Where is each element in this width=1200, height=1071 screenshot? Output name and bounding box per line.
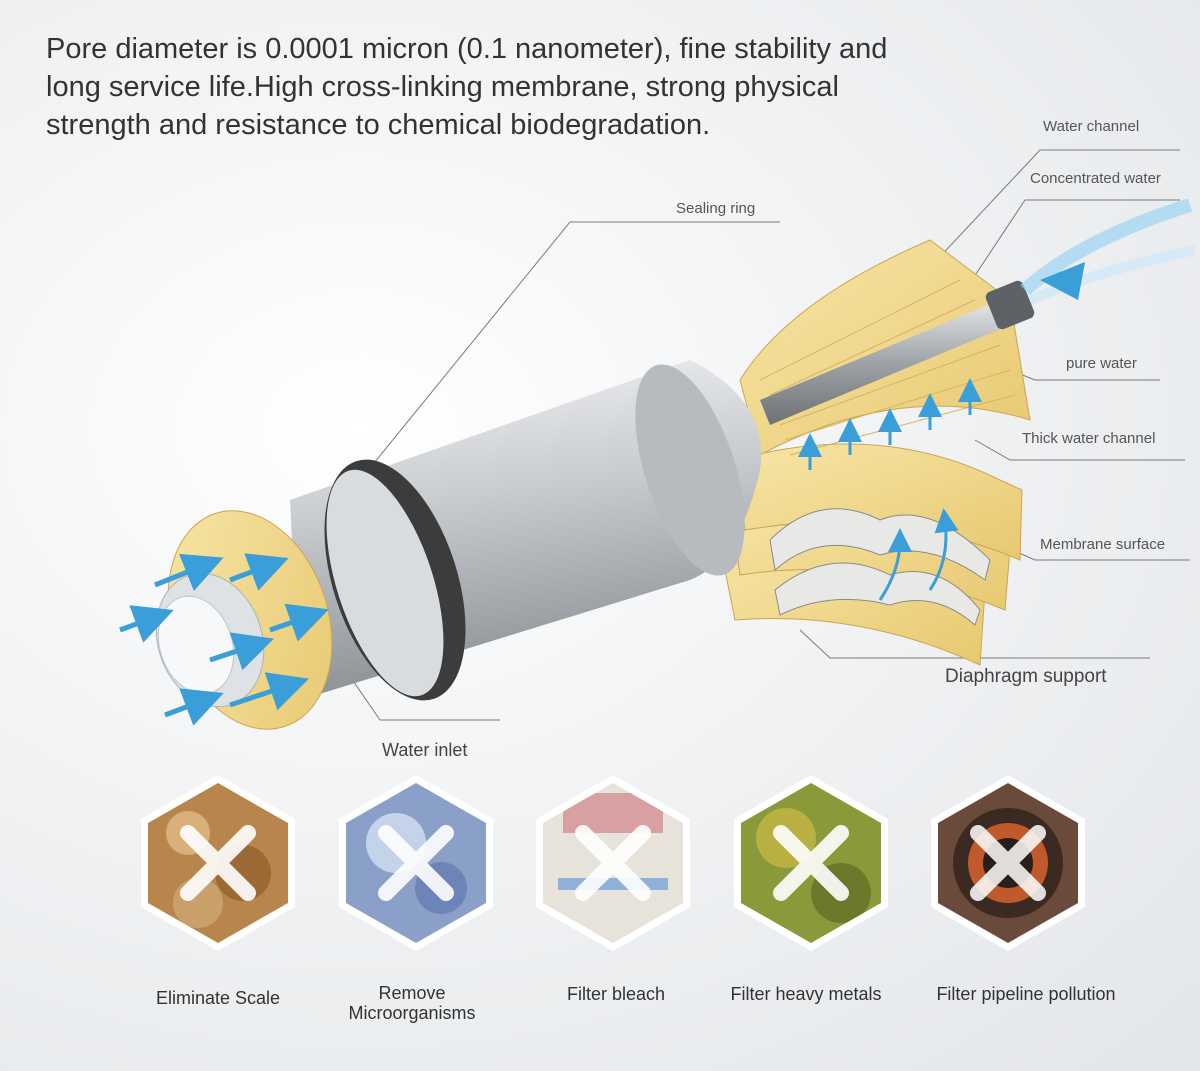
- label-membrane-surface: Membrane surface: [1040, 536, 1166, 553]
- scale-deposit-icon: [141, 775, 295, 951]
- microorganism-icon: [339, 775, 493, 951]
- bleach-icon: [536, 775, 690, 951]
- inlet-arrows: [119, 553, 329, 726]
- label-thick-water-channel: Thick water channel: [1022, 430, 1156, 447]
- center-pipe: [760, 198, 1197, 425]
- leader-lines: [324, 149, 1190, 721]
- feature-label-filter-bleach: Filter bleach: [566, 984, 666, 1004]
- outer-tube: [155, 360, 762, 730]
- heavy-metal-icon: [734, 775, 888, 951]
- feature-label-filter-pipeline-pollution: Filter pipeline pollution: [936, 984, 1116, 1004]
- label-water-channel: Water channel: [1043, 118, 1140, 135]
- feature-hexagons: [141, 775, 1085, 951]
- label-water-inlet: Water inlet: [382, 740, 468, 760]
- feature-label-eliminate-scale: Eliminate Scale: [155, 988, 281, 1008]
- flow-arrows: [798, 378, 982, 601]
- label-concentrated-water: Concentrated water: [1030, 170, 1161, 187]
- headline-text: Pore diameter is 0.0001 micron (0.1 nano…: [46, 33, 888, 141]
- label-sealing-ring: Sealing ring: [676, 200, 756, 217]
- label-diaphragm-support: Diaphragm support: [945, 666, 1107, 687]
- feature-label-remove-microorganisms: Remove Microorganisms: [348, 983, 476, 1023]
- feature-label-filter-heavy-metals: Filter heavy metals: [730, 984, 882, 1004]
- pipeline-pollution-icon: [931, 775, 1085, 951]
- membrane-layers: [719, 239, 1031, 666]
- label-pure-water: pure water: [1066, 355, 1137, 372]
